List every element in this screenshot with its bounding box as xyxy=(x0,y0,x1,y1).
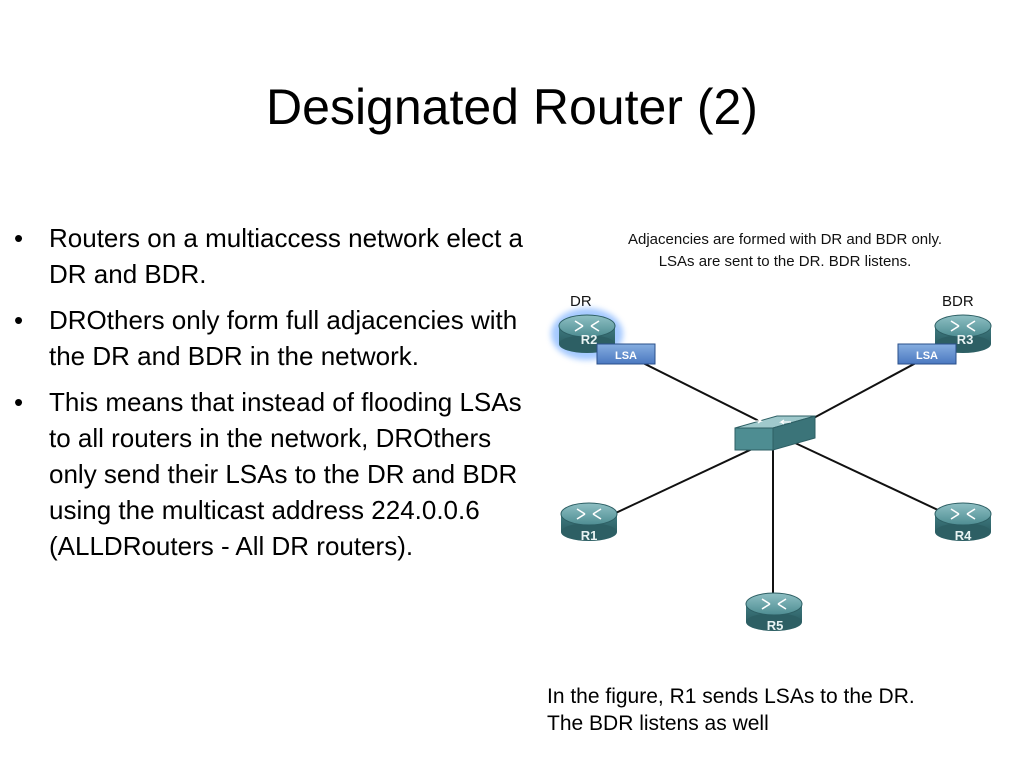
lsa-packet-bdr: LSA xyxy=(897,343,957,365)
caption-line2: The BDR listens as well xyxy=(547,712,769,735)
bullet-item: • Routers on a multiaccess network elect … xyxy=(14,220,524,292)
router-r3-icon: R3 xyxy=(934,314,992,353)
bullet-text: DROthers only form full adjacencies with… xyxy=(49,305,518,371)
router-r1-icon: R1 xyxy=(560,502,618,543)
bullet-item: • DROthers only form full adjacencies wit… xyxy=(14,302,524,374)
slide-title: Designated Router (2) xyxy=(266,79,758,135)
bullet-list: • Routers on a multiaccess network elect … xyxy=(14,220,524,574)
link-r4-switch xyxy=(792,441,956,519)
figure-caption-line1: Adjacencies are formed with DR and BDR o… xyxy=(628,231,942,248)
bullet-text: This means that instead of flooding LSAs… xyxy=(49,387,522,561)
dr-label: DR xyxy=(570,293,592,310)
bdr-label: BDR xyxy=(942,293,974,310)
figure-caption: In the figure, R1 sends LSAs to the DR. … xyxy=(547,683,1017,737)
switch-icon xyxy=(734,415,816,451)
router-r3-label: R3 xyxy=(957,332,974,347)
bullet-text: Routers on a multiaccess network elect a… xyxy=(49,223,523,289)
router-r5-label: R5 xyxy=(767,618,784,633)
network-links xyxy=(604,349,956,598)
figure-caption-line2: LSAs are sent to the DR. BDR listens. xyxy=(659,253,912,270)
caption-line1: In the figure, R1 sends LSAs to the DR. xyxy=(547,685,915,708)
lsa-packet-dr: LSA xyxy=(596,343,656,365)
router-r2-label: R2 xyxy=(581,332,598,347)
bullet-dot: • xyxy=(14,387,24,417)
router-r5-icon: R5 xyxy=(745,592,803,633)
bullet-dot: • xyxy=(14,223,24,253)
link-r1-switch xyxy=(604,441,768,519)
router-r4-icon: R4 xyxy=(934,502,992,543)
lsa-label-dr: LSA xyxy=(615,350,637,362)
lsa-label-bdr: LSA xyxy=(916,350,938,362)
bullet-item: • This means that instead of flooding LSA… xyxy=(14,384,524,564)
ospf-dr-diagram: Adjacencies are formed with DR and BDR o… xyxy=(551,231,992,633)
router-r1-label: R1 xyxy=(581,528,598,543)
bullet-dot: • xyxy=(14,305,24,335)
router-r4-label: R4 xyxy=(955,528,972,543)
